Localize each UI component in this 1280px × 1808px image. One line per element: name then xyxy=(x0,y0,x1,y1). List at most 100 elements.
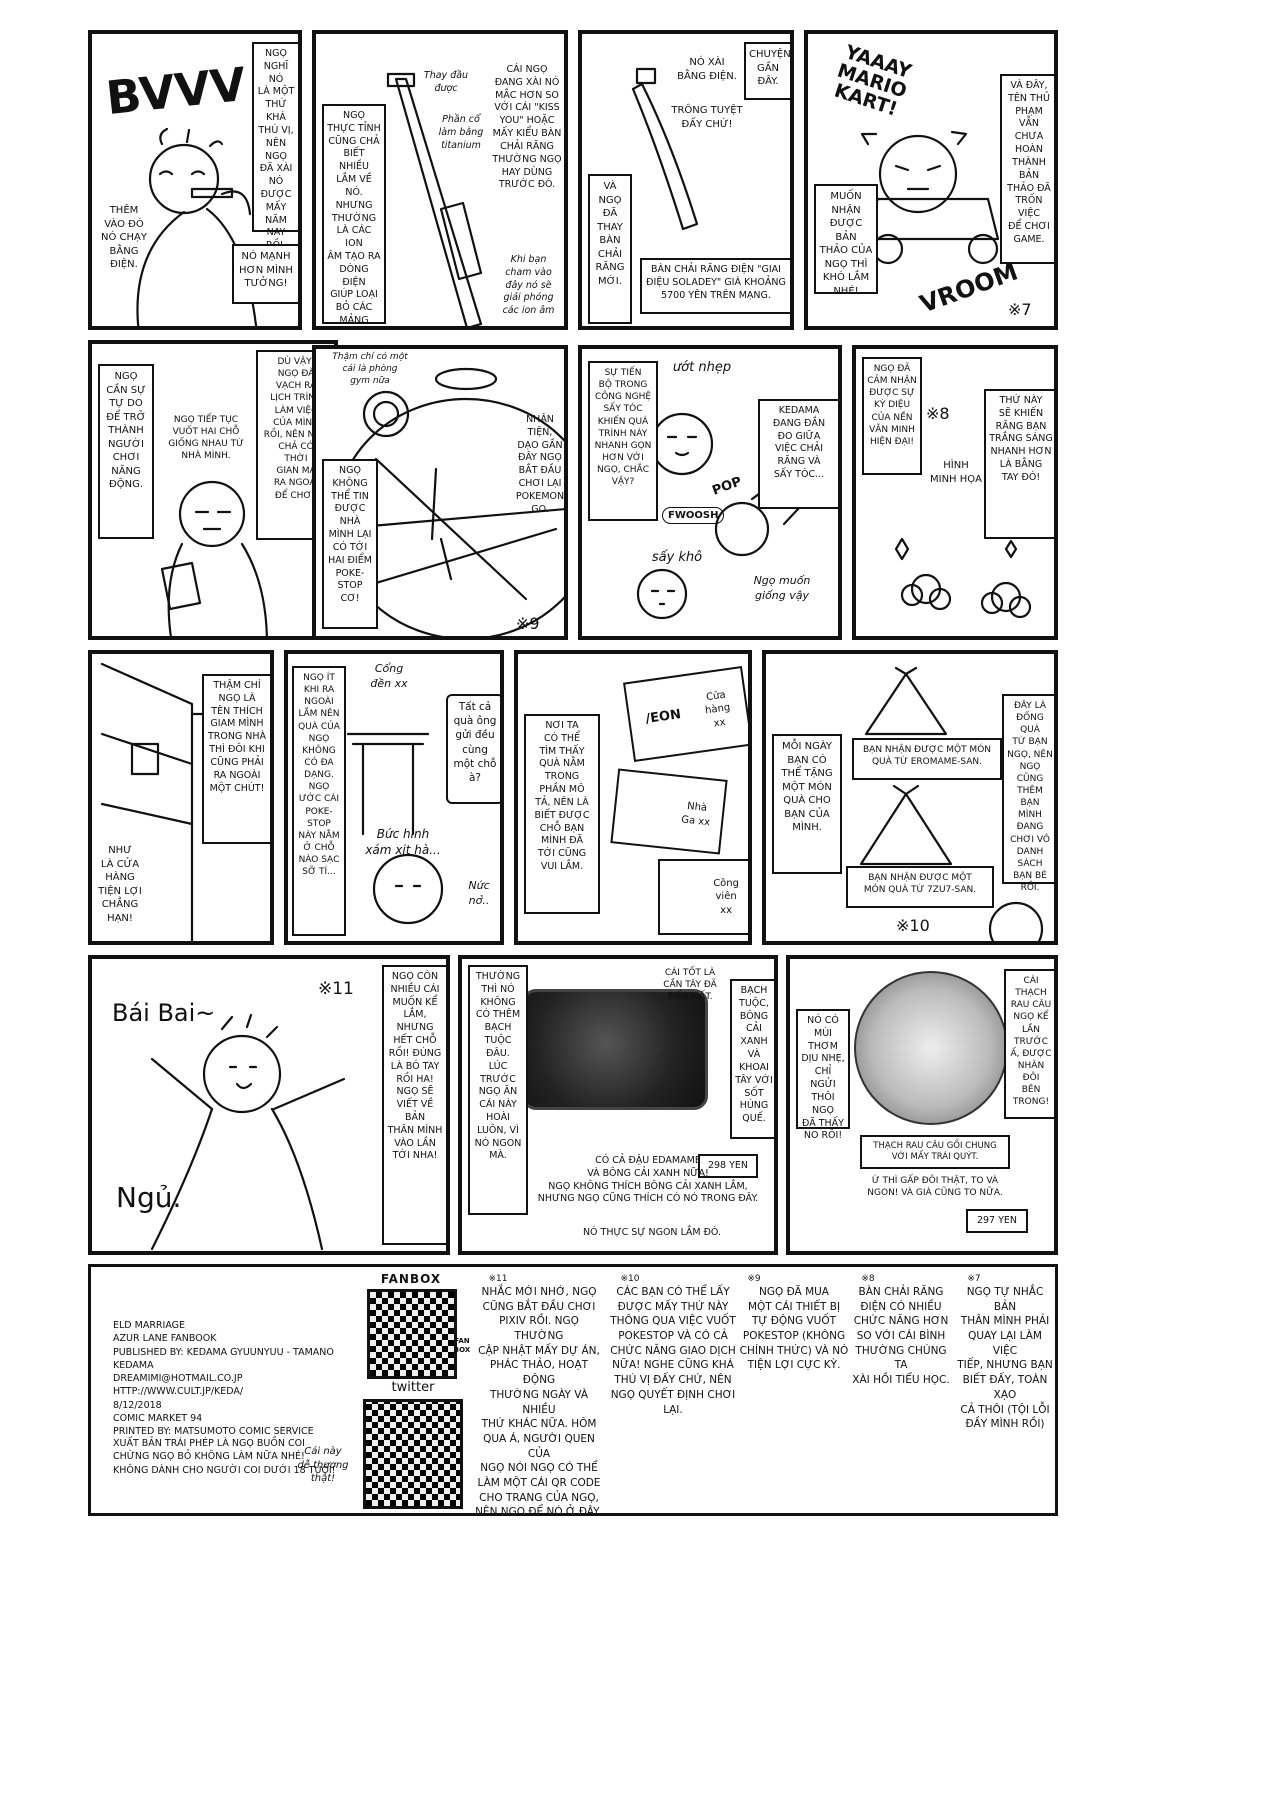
caption-r4-2b: BẠCH TUỘC, BÔNG CẢI XANH VÀ KHOAI TÂY VỚ… xyxy=(730,979,774,1139)
toothbrush-drawing xyxy=(386,72,483,326)
gift-card-station-name: Nhà Ga xx xyxy=(680,800,711,828)
caption-r4-2d: NÓ THỰC SỰ NGON LẮM ĐÓ. xyxy=(582,1227,722,1238)
panel-r4-2: THƯỜNG THÌ NÓ KHÔNG CÓ THÊM BẠCH TUỘC ĐÂ… xyxy=(458,955,778,1255)
waving-character-drawing xyxy=(150,1013,346,1251)
sparkle-illustration-drawing xyxy=(894,537,1032,619)
gift-bags-drawing xyxy=(859,666,1044,941)
caption-r4-3d: Ừ THÌ GẤP ĐÔI THẬT, TO VÀ NGON! VÀ GIÁ C… xyxy=(867,1176,1003,1199)
panel-r2-1: NGỌ CẦN SỰ TỰ DO ĐỂ TRỞ THÀNH NGƯỜI CHƠI… xyxy=(88,340,338,640)
note-mark-8: ※8 xyxy=(926,404,950,423)
label-dry: sấy khô xyxy=(651,550,703,565)
gift-card-store-name: Cửa hàng xx xyxy=(704,689,731,730)
caption-r3-4b: ĐÂY LÀ ĐỐNG QUÀ TỪ BẠN NGỌ, NÊN NGỌ CŨNG… xyxy=(1002,694,1054,893)
panel-r2-3: SỰ TIẾN BỘ TRONG CÔNG NGHỆ SẤY TÓC KHIẾN… xyxy=(578,345,842,640)
panel-r3-1: THẬM CHÍ NGỌ LÀ TÊN THÍCH GIAM MÌNH TRON… xyxy=(88,650,274,945)
label-want-like-that: Ngọ muốn giống vậy xyxy=(753,574,811,602)
footer-panel: ELD MARRIAGE AZUR LANE FANBOOK PUBLISHED… xyxy=(88,1264,1058,1516)
note-10-text: CÁC BẠN CÓ THỂ LẤY ĐƯỢC MẤY THỨ NÀY THÔN… xyxy=(610,1286,736,1416)
caption-r2-4b: HÌNH MINH HỌA xyxy=(930,460,982,485)
new-toothbrush-drawing xyxy=(631,67,699,231)
gift-card-park-name: Công viên xx xyxy=(713,877,739,916)
price-297: 297 YEN xyxy=(966,1209,1028,1233)
caption-r1-2b: CÁI NGỌ ĐANG XÀI NÓ MẮC HƠN SO VỚI CÁI "… xyxy=(492,64,562,191)
panel-r1-1: BVVV NGỌ NGHĨ NÓ LÀ MỘT THỨ KHÁ THÚ VỊ, … xyxy=(88,30,302,330)
caption-r4-2a: THƯỜNG THÌ NÓ KHÔNG CÓ THÊM BẠCH TUỘC ĐÂ… xyxy=(468,965,528,1215)
character-brushing-drawing xyxy=(136,127,258,326)
caption-r1-4b: MUỐN NHẬN ĐƯỢC BẢN THẢO CỦA NGỌ THÌ KHÓ … xyxy=(814,184,878,297)
caption-r4-3a: NÓ CÓ MÙI THƠM DỊU NHẸ, CHỈ NGỬI THÔI NG… xyxy=(796,1009,850,1141)
caption-r3-1b: NHƯ LÀ CỬA HÀNG TIỆN LỢI CHẲNG HẠN! xyxy=(98,845,142,924)
caption-r2-4c: THỨ NÀY SẼ KHIẾN RĂNG BẠN TRẮNG SÁNG NHA… xyxy=(984,389,1054,539)
note-11-mark: ※11 xyxy=(488,1274,508,1284)
sfx-fwoosh: FWOOSH xyxy=(662,507,725,524)
note-mark-9: ※9 xyxy=(516,614,540,633)
note-9-text: NGỌ ĐÃ MUA MỘT CÁI THIẾT BỊ TỰ ĐỘNG VUỐT… xyxy=(739,1286,849,1372)
panel-r3-4: MỖI NGÀY BẠN CÓ THỂ TẶNG MỘT MÓN QUÀ CHO… xyxy=(762,650,1058,945)
label-wet: ướt nhẹp xyxy=(672,360,732,375)
credits: ELD MARRIAGE AZUR LANE FANBOOK PUBLISHED… xyxy=(113,1320,334,1438)
fanbox-qr-code xyxy=(367,1289,457,1379)
price-298: 298 YEN xyxy=(698,1154,758,1178)
note-7-text: NGỌ TỰ NHẮC BẢN THÂN MÌNH PHẢI QUAY LẠI … xyxy=(957,1286,1053,1431)
caption-r1-3b: TRÔNG TUYỆT ĐẤY CHỨ! xyxy=(671,105,743,130)
gift-card-store-brand: /EON xyxy=(644,707,682,728)
gift-card-station: Nhà Ga xx xyxy=(610,768,728,855)
caption-r2-3b: KEDAMA ĐANG ĐẮN ĐO GIỮA VIỆC CHẢI RĂNG V… xyxy=(758,399,838,509)
twitter-qr-code xyxy=(363,1399,463,1509)
caption-r1-3e: BÀN CHẢI RĂNG ĐIỆN "GIAI ĐIỆU SOLADEY" G… xyxy=(640,258,790,314)
panel-r1-4: YAAAY MARIO KART! VÀ ĐÂY, TÊN THỦ PHẠM V… xyxy=(804,30,1058,330)
speech-all-gifts-same-place: Tất cả quà ông gửi đều cùng một chỗ à? xyxy=(446,694,500,804)
caption-r4-3c: THẠCH RAU CÂU GỐI CHUNG VỚI MẤY TRÁI QUÝ… xyxy=(860,1135,1010,1169)
panel-r1-2: NGỌ THỰC TỈNH CŨNG CHẢ BIẾT NHIỀU LẮM VỀ… xyxy=(312,30,568,330)
panel-r3-2: NGỌ ÍT KHI RA NGOÀI LẮM NÊN QUÀ CỦA NGỌ … xyxy=(284,650,504,945)
caption-r3-2a: NGỌ ÍT KHI RA NGOÀI LẮM NÊN QUÀ CỦA NGỌ … xyxy=(292,666,346,936)
note-8-text: BÀN CHẢI RĂNG ĐIỆN CÓ NHIỀU CHỨC NĂNG HƠ… xyxy=(852,1286,950,1387)
label-shrine-gate: Cổng đền xx xyxy=(370,662,408,690)
caption-r1-3d: VÀ NGỌ ĐÃ THAY BÀN CHẢI RĂNG MỚI. xyxy=(588,174,632,324)
warning: XUẤT BẢN TRÁI PHÉP LÀ NGỌ BUỒN COI CHỪNG… xyxy=(113,1438,336,1476)
caption-r3-1a: THẬM CHÍ NGỌ LÀ TÊN THÍCH GIAM MÌNH TRON… xyxy=(202,674,270,844)
caption-r2-4a: NGỌ ĐÃ CẢM NHẬN ĐƯỢC SỰ KỲ DIỆU CỦA NỀN … xyxy=(862,357,922,475)
label-bye-bye: Bái Bai~ xyxy=(112,999,216,1027)
shrine-gate-drawing xyxy=(346,732,444,925)
gift-card-park: Công viên xx xyxy=(658,859,748,935)
label-titanium-neck: Phần cổ làm bằng titanium xyxy=(438,114,484,151)
cute-note: Cái này dễ thương thật! xyxy=(297,1446,349,1484)
panel-r2-4: NGỌ ĐÃ CẢM NHẬN ĐƯỢC SỰ KỲ DIỆU CỦA NỀN … xyxy=(852,345,1058,640)
panel-r1-3: NÓ XÀI BẰNG ĐIỆN. TRÔNG TUYỆT ĐẤY CHỨ! C… xyxy=(578,30,794,330)
caption-r1-3c: CHUYỆN GẦN ĐÂY. xyxy=(744,42,790,100)
caption-r4-3b: CÁI THẠCH RAU CÂU NGỌ KỂ LẦN TRƯỚC Ấ, ĐƯ… xyxy=(1004,969,1054,1119)
fanbox-qr-tag: FAN BOX xyxy=(453,1337,471,1355)
label-sleep: Ngủ. xyxy=(116,1181,182,1214)
label-gym: Thậm chí có một cái là phòng gym nữa xyxy=(332,352,408,387)
note-10-mark: ※10 xyxy=(620,1274,640,1284)
twitter-label: twitter xyxy=(391,1380,435,1395)
label-replaceable-head: Thay đầu được xyxy=(423,70,469,94)
note-9-mark: ※9 xyxy=(747,1274,761,1284)
note-mark-10: ※10 xyxy=(896,916,930,935)
gift-message-eromame: BẠN NHẬN ĐƯỢC MỘT MÓN QUÀ TỪ EROMAME-SAN… xyxy=(852,738,1002,780)
fanbox-label: FANBOX xyxy=(380,1272,442,1286)
caption-r1-2a: NGỌ THỰC TỈNH CŨNG CHẢ BIẾT NHIỀU LẮM VỀ… xyxy=(322,104,386,326)
gift-message-7zu7: BẠN NHẬN ĐƯỢC MỘT MÓN QUÀ TỪ 7ZU7-SAN. xyxy=(846,866,994,908)
caption-r2-2b: NHÂN TIỆN, DẠO GẦN ĐÂY NGỌ BẮT ĐẦU CHƠI … xyxy=(515,414,565,515)
note-8-mark: ※8 xyxy=(861,1274,875,1284)
label-ion-release: Khi bạn cham vào đây nó sẽ giải phóng cá… xyxy=(502,254,555,317)
caption-r4-1: NGỌ CÒN NHIỀU CÁI MUỐN KỂ LẮM, NHƯNG HẾT… xyxy=(382,965,446,1245)
panel-r4-3: NÓ CÓ MÙI THƠM DỊU NHẸ, CHỈ NGỬI THÔI NG… xyxy=(786,955,1058,1255)
note-11-text: NHẮC MỚI NHỚ, NGỌ CŨNG BẮT ĐẦU CHƠI PIXI… xyxy=(475,1286,603,1516)
caption-r2-1a: NGỌ CẦN SỰ TỰ DO ĐỂ TRỞ THÀNH NGƯỜI CHƠI… xyxy=(98,364,154,539)
panel-r4-1: Bái Bai~ ※11 NGỌ CÒN NHIỀU CÁI MUỐN KỂ L… xyxy=(88,955,450,1255)
label-sob: Nức nở.. xyxy=(468,879,490,907)
caption-r1-4a: VÀ ĐÂY, TÊN THỦ PHẠM VẪN CHƯA HOÀN THÀNH… xyxy=(1000,74,1054,264)
caption-r2-3a: SỰ TIẾN BỘ TRONG CÔNG NGHỆ SẤY TÓC KHIẾN… xyxy=(588,361,658,521)
panel-r2-2: Thậm chí có một cái là phòng gym nữa NGỌ… xyxy=(312,345,568,640)
octopus-salad-photo xyxy=(522,989,708,1110)
caption-r4-2c: CÓ CẢ ĐẬU EDAMAME VÀ BÔNG CẢI XANH NỮA! … xyxy=(537,1155,759,1205)
caption-r1-1b: THÊM VÀO ĐÓ NÓ CHẠY BẰNG ĐIỆN. xyxy=(101,205,147,270)
label-celery-gone: CÁI TỐT LÀ CẦN TÂY ĐÃ BIẾN MẤT. xyxy=(663,968,717,1003)
note-mark-7: ※7 xyxy=(1008,300,1032,319)
caption-r3-3a: NƠI TA CÓ THỂ TÌM THẤY QUÀ NẰM TRONG PHẦ… xyxy=(524,714,600,914)
character-phone-drawing xyxy=(160,480,268,636)
